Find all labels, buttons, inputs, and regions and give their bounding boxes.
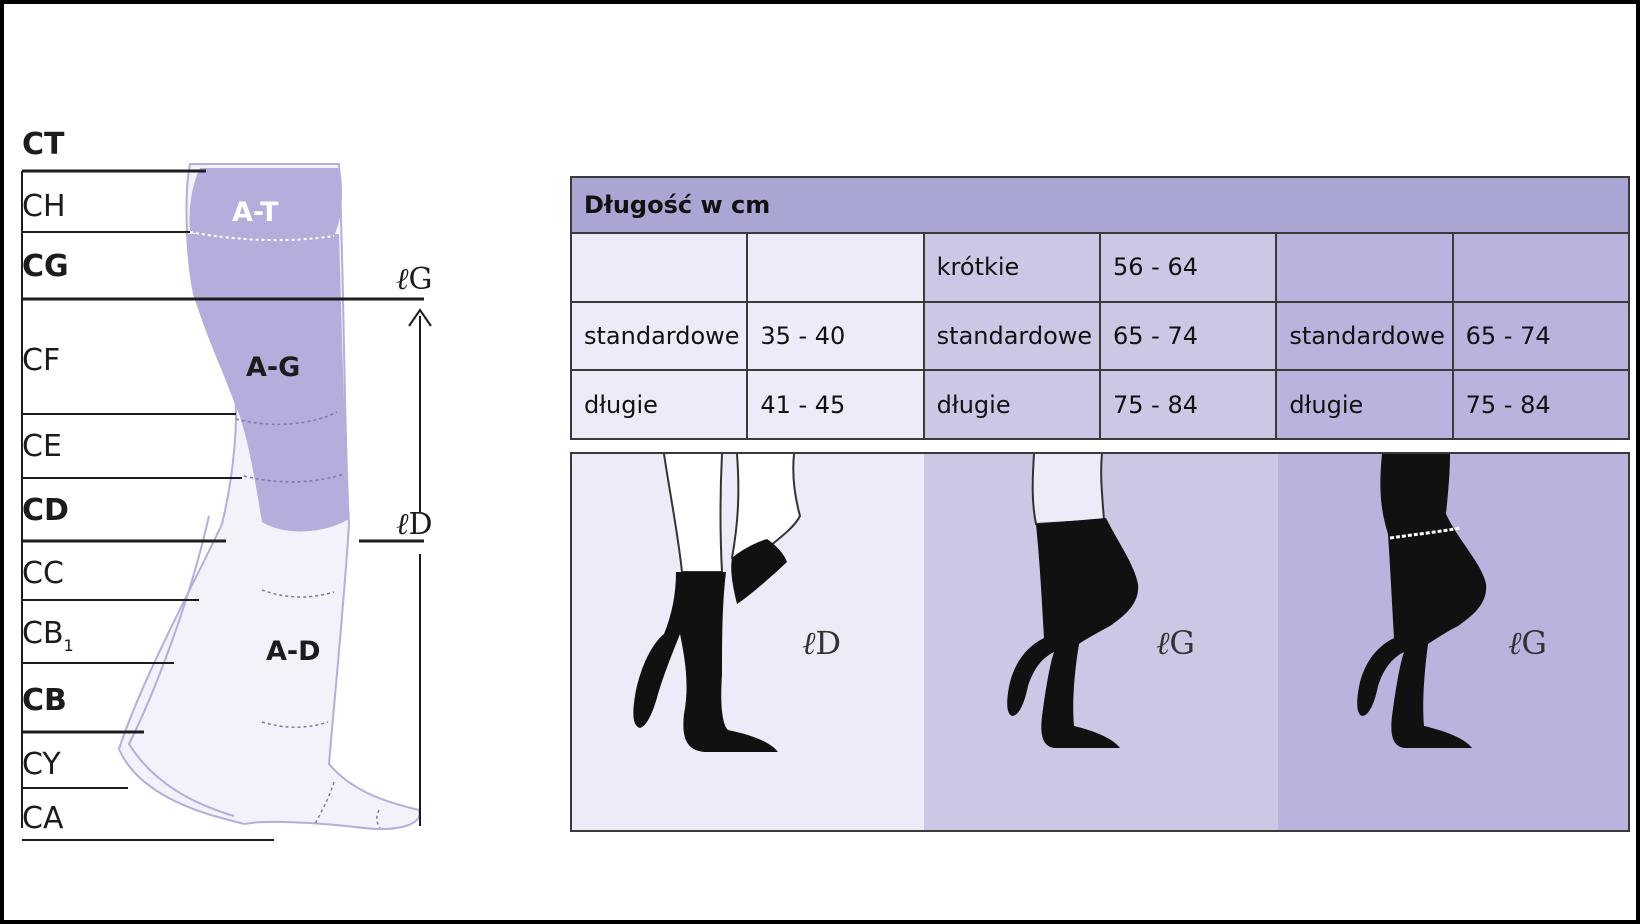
stocking-shape-2 xyxy=(731,539,787,604)
label-ca: CA xyxy=(22,801,64,836)
label-cb1: CB1 xyxy=(22,616,74,655)
table-cell: 75 - 84 xyxy=(1098,369,1278,440)
table-cell: 41 - 45 xyxy=(746,369,925,440)
zone-label-at: A-T xyxy=(232,197,279,228)
zone-ag xyxy=(186,234,349,532)
panel-mark-g1: ℓG xyxy=(1156,624,1195,662)
stocking-shape xyxy=(633,572,778,752)
panel-mark-d: ℓD xyxy=(802,624,841,662)
table-cell: 65 - 74 xyxy=(1098,300,1278,372)
label-cf: CF xyxy=(22,343,61,378)
label-cy: CY xyxy=(22,747,61,782)
thigh-stocking-illustration xyxy=(1007,453,1139,748)
label-cd: CD xyxy=(22,493,69,528)
table-row: standardowe 35 - 40 standardowe 65 - 74 … xyxy=(569,300,1631,372)
knee-stocking-illustration xyxy=(633,453,802,752)
table-cell: krótkie xyxy=(922,232,1101,303)
table-cell xyxy=(746,232,925,303)
table-cell: długie xyxy=(1275,369,1454,440)
table-row: krótkie 56 - 64 xyxy=(569,232,1631,303)
illustration-panels: ℓD ℓG ℓG xyxy=(570,452,1630,832)
table-cell: 65 - 74 xyxy=(1451,300,1631,372)
table-cell: 75 - 84 xyxy=(1451,369,1631,440)
zone-label-ad: A-D xyxy=(266,636,321,667)
table-cell xyxy=(1275,232,1454,303)
table-title: Długość w cm xyxy=(570,176,1630,234)
label-ct: CT xyxy=(22,127,65,162)
table-cell: standardowe xyxy=(1275,300,1454,372)
zone-at xyxy=(189,168,342,241)
leg-diagram xyxy=(21,163,432,841)
table-cell: standardowe xyxy=(569,300,749,372)
table-cell: 56 - 64 xyxy=(1098,232,1278,303)
length-mark-g: ℓG xyxy=(396,262,433,297)
zone-label-ag: A-G xyxy=(246,352,301,383)
panel-knee-high: ℓD xyxy=(572,453,926,830)
frame: CT CH CG CF CE CD CC CB1 CB CY CA A-T A-… xyxy=(4,4,1636,920)
label-ce: CE xyxy=(22,429,62,464)
tights-illustration xyxy=(1357,454,1487,748)
table-cell xyxy=(569,232,749,303)
panel-mark-g2: ℓG xyxy=(1508,624,1547,662)
label-ch: CH xyxy=(22,189,66,224)
panel-tights: ℓG xyxy=(1278,454,1628,830)
label-cb: CB xyxy=(22,683,67,718)
table-cell: długie xyxy=(922,369,1101,440)
table-cell xyxy=(1451,232,1631,303)
table-cell: standardowe xyxy=(922,300,1101,372)
length-mark-d: ℓD xyxy=(396,507,433,542)
length-table: Długość w cm krótkie 56 - 64 standardowe… xyxy=(569,176,1631,440)
leg-back-outline xyxy=(127,515,235,817)
stocking-shape xyxy=(1007,518,1139,748)
label-cc: CC xyxy=(22,556,64,591)
table-cell: długie xyxy=(569,369,749,440)
panel-thigh-high: ℓG xyxy=(924,453,1280,830)
label-cg: CG xyxy=(22,249,69,284)
table-cell: 35 - 40 xyxy=(746,300,925,372)
stocking-shape xyxy=(1357,454,1487,748)
table-row: długie 41 - 45 długie 75 - 84 długie 75 … xyxy=(569,369,1631,440)
